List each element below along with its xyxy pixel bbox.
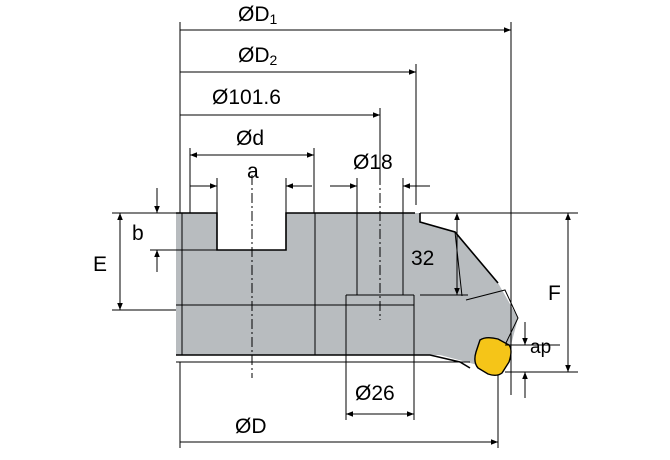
label-d2: ØD2 <box>238 44 278 68</box>
cutter-body <box>176 213 518 372</box>
dimension-lines <box>117 27 571 445</box>
extension-lines <box>112 22 578 448</box>
label-18: Ø18 <box>353 151 393 174</box>
label-d: Ød <box>236 127 264 150</box>
label-d-main: ØD <box>235 415 267 438</box>
label-f: F <box>548 282 561 305</box>
label-e: E <box>93 253 107 276</box>
label-26: Ø26 <box>355 382 395 405</box>
label-101-6: Ø101.6 <box>212 86 281 109</box>
label-d1: ØD1 <box>238 3 278 27</box>
label-a: a <box>247 160 259 183</box>
label-ap: ap <box>530 337 551 358</box>
label-32: 32 <box>411 247 434 270</box>
cutting-insert <box>474 337 512 376</box>
label-b: b <box>132 222 144 245</box>
